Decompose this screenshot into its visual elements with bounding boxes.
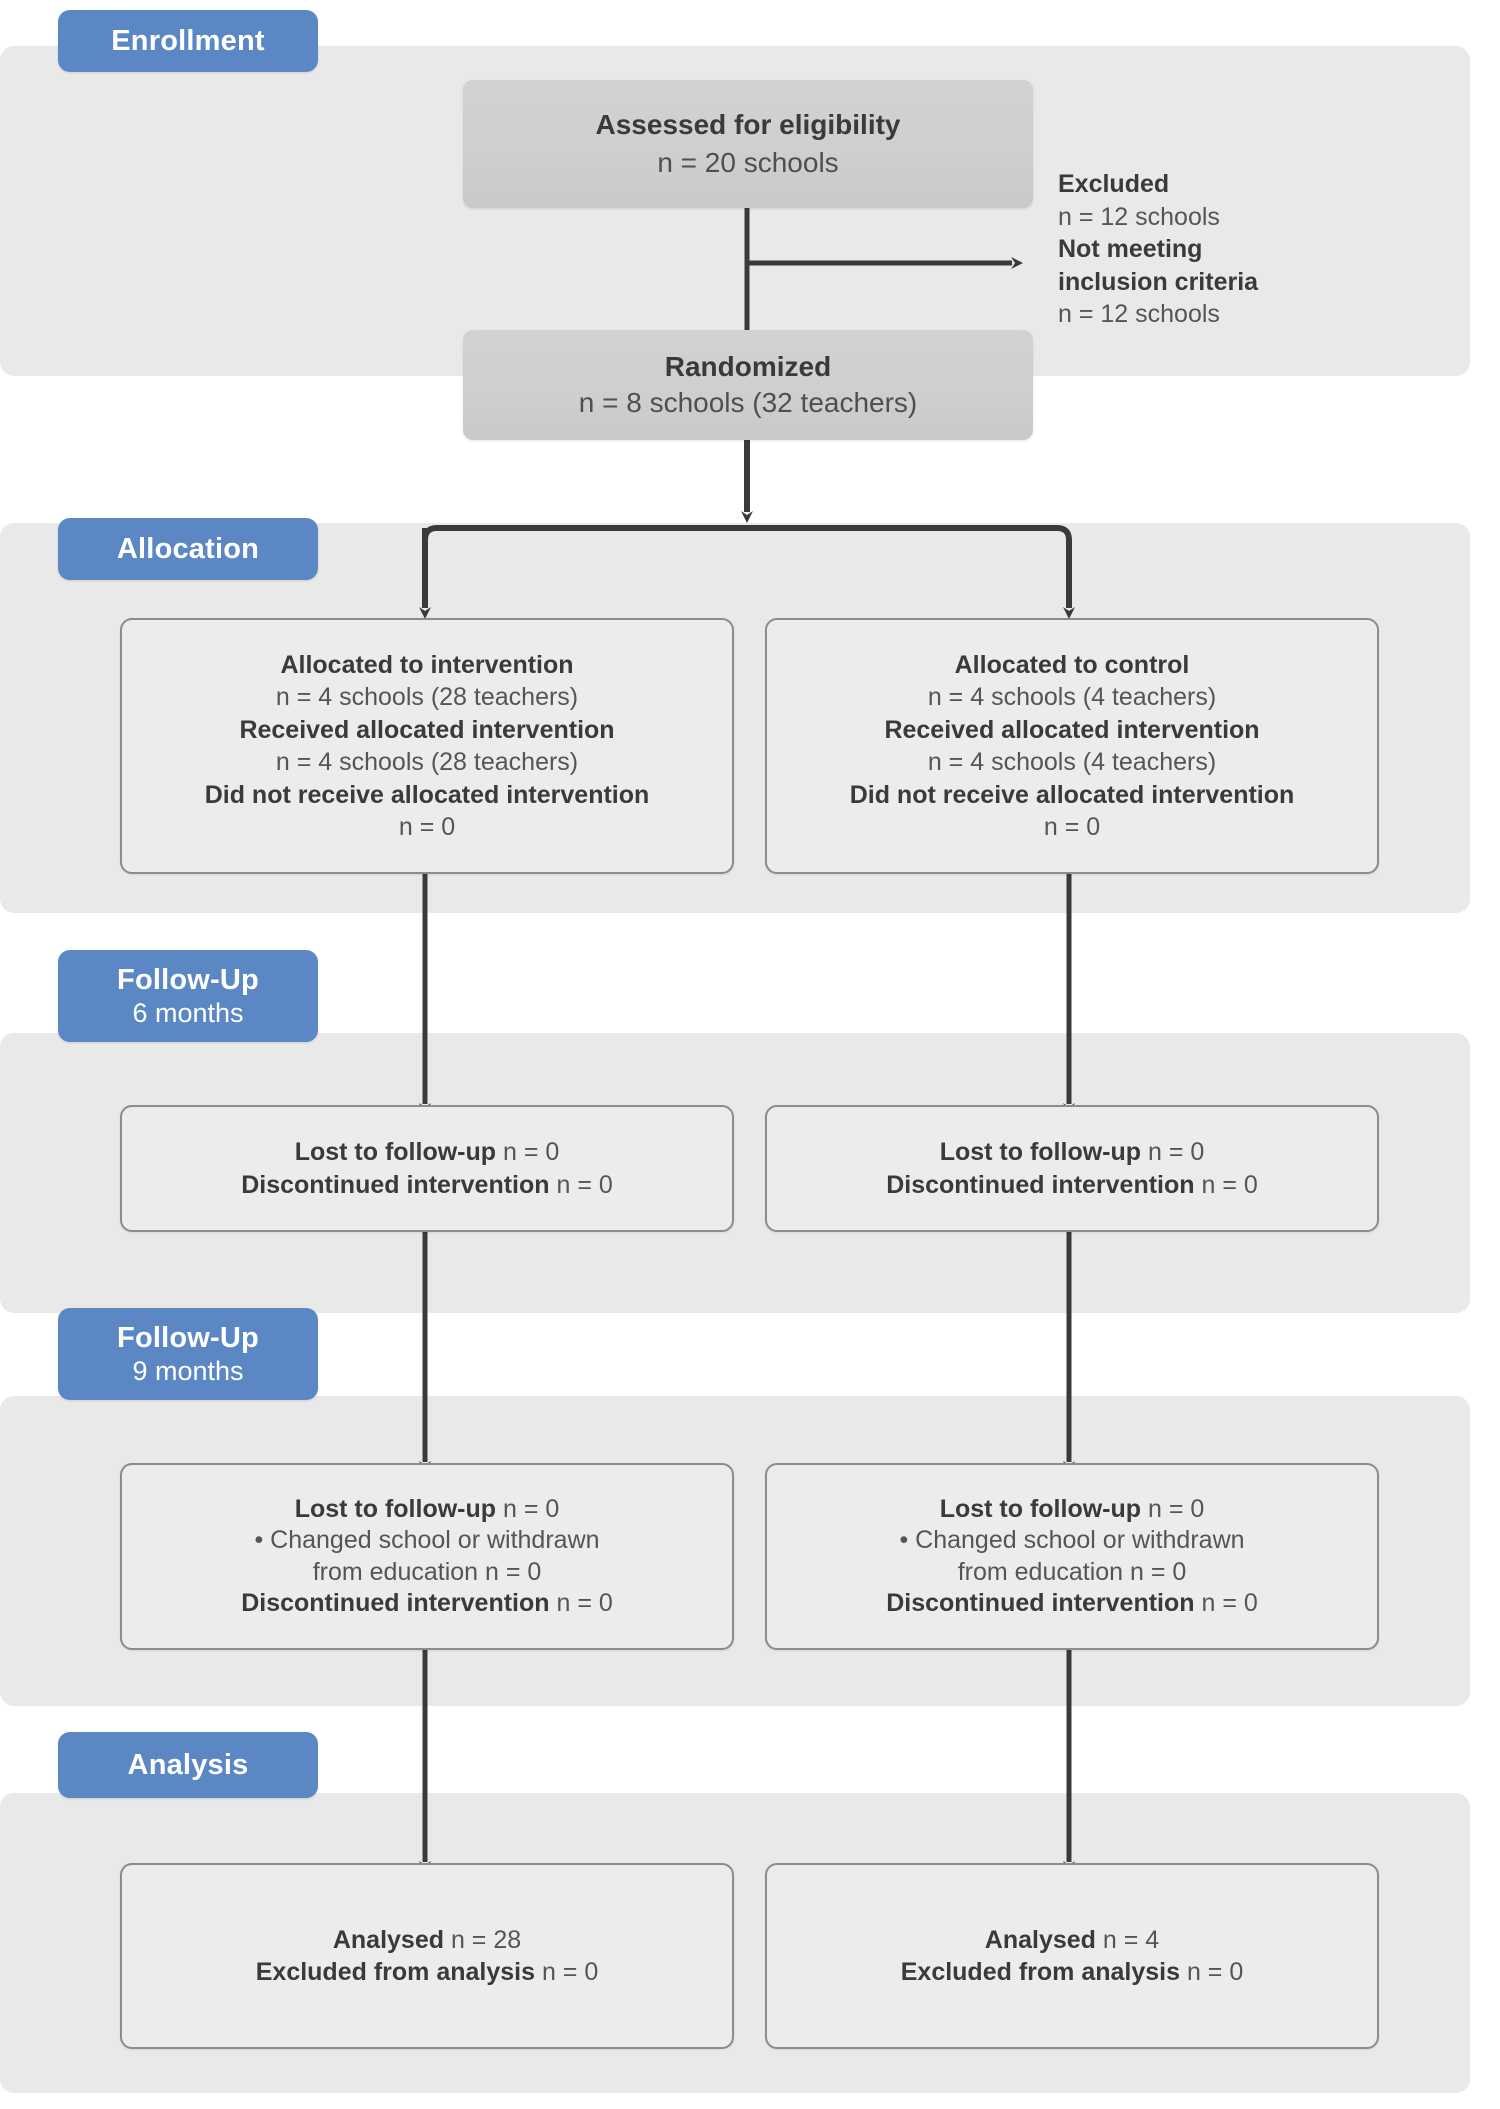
alloc-ctl-allocated-n: n = 4 schools (4 teachers) [927,683,1217,711]
analysis-int-analysed-n: n = 28 [450,1925,522,1954]
fu6-ctl-lost-label: Lost to follow-up [939,1138,1142,1166]
excluded-title: Excluded [1058,170,1170,198]
fu9-int-bullet-line1: • Changed school or withdrawn [254,1526,600,1554]
alloc-int-allocated-n: n = 4 schools (28 teachers) [275,683,579,711]
analysis-ctl-analysed-n: n = 4 [1102,1925,1160,1954]
alloc-int-received-label: Received allocated intervention [239,715,615,744]
fu9-int-lost-label: Lost to follow-up [294,1494,497,1523]
section-tab-allocation-label: Allocation [116,532,260,565]
section-tab-followup6-label: Follow-Up [117,964,259,997]
fu9-int-disc-n: n = 0 [549,1589,613,1617]
fu9-ctl-bullet-line1: • Changed school or withdrawn [899,1526,1245,1554]
fu6-ctl-disc-label: Discontinued intervention [886,1170,1195,1199]
fu9-int-lost-n: n = 0 [496,1494,560,1523]
fu6-ctl-lost-n: n = 0 [1141,1138,1205,1166]
fu9-ctl-disc-label: Discontinued intervention [886,1589,1195,1617]
analysis-int-excluded-n: n = 0 [535,1958,599,1986]
analysis-int-excluded-label: Excluded from analysis [255,1958,536,1986]
excluded-reason-count: n = 12 schools [1058,300,1220,328]
allocated-intervention-box: Allocated to intervention n = 4 schools … [120,618,734,874]
fu6-ctl-lost-row: Lost to follow-up n = 0 [767,1136,1377,1169]
section-tab-followup9-sublabel: 9 months [132,1355,244,1386]
section-tab-enrollment[interactable]: Enrollment [58,10,318,72]
section-tab-allocation[interactable]: Allocation [58,518,318,580]
excluded-reason-title-line2: inclusion criteria [1058,267,1259,296]
fu9-ctl-bullet-line2: from education n = 0 [957,1557,1187,1586]
alloc-int-notreceived-n: n = 0 [398,813,456,841]
fu9-int-lost-row: Lost to follow-up n = 0 [122,1494,732,1526]
analysis-intervention-box: Analysed n = 28 Excluded from analysis n… [120,1863,734,2049]
analysis-ctl-analysed-row: Analysed n = 4 [767,1924,1377,1957]
fu9-ctl-lost-label: Lost to follow-up [939,1494,1142,1523]
section-tab-followup-9-months[interactable]: Follow-Up 9 months [58,1308,318,1400]
section-tab-enrollment-label: Enrollment [111,24,265,57]
assessed-title: Assessed for eligibility [595,109,901,140]
followup6-intervention-box: Lost to follow-up n = 0 Discontinued int… [120,1105,734,1232]
allocated-control-box: Allocated to control n = 4 schools (4 te… [765,618,1379,874]
assessed-for-eligibility-box: Assessed for eligibility n = 20 schools [463,80,1033,208]
fu6-int-disc-row: Discontinued intervention n = 0 [122,1169,732,1202]
randomized-count: n = 8 schools (32 teachers) [578,387,918,418]
alloc-ctl-received-label: Received allocated intervention [884,715,1260,744]
alloc-ctl-allocated-label: Allocated to control [954,650,1190,679]
analysis-int-analysed-row: Analysed n = 28 [122,1924,732,1957]
alloc-int-received-n: n = 4 schools (28 teachers) [275,748,579,776]
randomized-box: Randomized n = 8 schools (32 teachers) [463,330,1033,440]
fu9-ctl-lost-row: Lost to follow-up n = 0 [767,1494,1377,1526]
fu6-int-disc-n: n = 0 [549,1170,613,1199]
fu6-int-lost-label: Lost to follow-up [294,1138,497,1166]
section-tab-analysis[interactable]: Analysis [58,1732,318,1798]
excluded-text-block: Excluded n = 12 schools Not meeting incl… [1058,168,1358,331]
alloc-ctl-received-n: n = 4 schools (4 teachers) [927,748,1217,776]
fu6-ctl-disc-row: Discontinued intervention n = 0 [767,1169,1377,1202]
randomized-title: Randomized [664,351,832,382]
section-tab-followup6-sublabel: 6 months [132,997,244,1028]
analysis-ctl-excluded-n: n = 0 [1180,1958,1244,1986]
fu9-int-disc-row: Discontinued intervention n = 0 [122,1588,732,1620]
alloc-int-notreceived-label: Did not receive allocated intervention [204,780,650,809]
followup9-control-box: Lost to follow-up n = 0 • Changed school… [765,1463,1379,1650]
fu9-ctl-disc-row: Discontinued intervention n = 0 [767,1588,1377,1620]
alloc-ctl-notreceived-n: n = 0 [1043,813,1101,841]
analysis-int-excluded-row: Excluded from analysis n = 0 [122,1956,732,1989]
analysis-ctl-excluded-label: Excluded from analysis [900,1958,1181,1986]
fu6-ctl-disc-n: n = 0 [1194,1170,1258,1199]
analysis-control-box: Analysed n = 4 Excluded from analysis n … [765,1863,1379,2049]
fu9-int-bullet-line2: from education n = 0 [312,1557,542,1586]
fu9-ctl-disc-n: n = 0 [1194,1589,1258,1617]
excluded-count: n = 12 schools [1058,202,1220,231]
section-tab-followup9-label: Follow-Up [117,1322,259,1355]
followup6-control-box: Lost to follow-up n = 0 Discontinued int… [765,1105,1379,1232]
analysis-ctl-analysed-label: Analysed [984,1925,1103,1954]
followup9-intervention-box: Lost to follow-up n = 0 • Changed school… [120,1463,734,1650]
fu6-int-lost-n: n = 0 [496,1138,560,1166]
analysis-ctl-excluded-row: Excluded from analysis n = 0 [767,1956,1377,1989]
fu9-int-disc-label: Discontinued intervention [241,1589,550,1617]
section-tab-analysis-label: Analysis [127,1748,249,1781]
alloc-int-allocated-label: Allocated to intervention [280,650,574,679]
excluded-reason-title: Not meeting [1058,235,1203,263]
fu6-int-disc-label: Discontinued intervention [241,1170,550,1199]
alloc-ctl-notreceived-label: Did not receive allocated intervention [849,780,1295,809]
section-tab-followup-6-months[interactable]: Follow-Up 6 months [58,950,318,1042]
fu9-ctl-lost-n: n = 0 [1141,1494,1205,1523]
analysis-int-analysed-label: Analysed [332,1925,451,1954]
fu6-int-lost-row: Lost to follow-up n = 0 [122,1136,732,1169]
assessed-count: n = 20 schools [657,147,839,178]
